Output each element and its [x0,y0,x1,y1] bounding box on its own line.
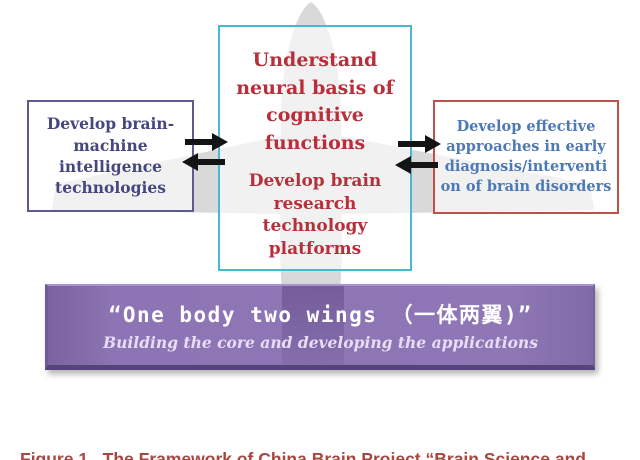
figure-caption: Figure 1. The Framework of China Brain P… [20,403,632,460]
arrow-left-icon [182,153,225,171]
arrow-left-icon [395,156,438,174]
airplane-tail-shadow [282,286,344,365]
center-box: Understand neural basis of cognitive fun… [218,25,412,271]
figure-caption-line1: Figure 1. The Framework of China Brain P… [20,448,586,460]
right-box-line: approaches in early [446,138,606,155]
center-box-line: Understand [252,49,378,71]
arrow-right-icon [398,135,441,153]
right-box-line: diagnosis/interventi [444,158,608,175]
center-box-line: functions [264,131,366,154]
right-box-line: on of brain disorders [440,178,612,195]
right-box: Develop effective approaches in early di… [433,100,619,214]
left-box-line: technologies [55,178,166,198]
left-box-line: Develop brain- [46,114,175,134]
center-box-line: research technology [262,193,368,237]
left-box: Develop brain- machine intelligence tech… [27,100,194,212]
center-box-line: platforms [268,238,362,259]
center-box-line: neural basis of [236,76,394,99]
banner-title: “One body two wings （一体两翼)” [108,303,533,327]
center-box-top-text: Understand neural basis of cognitive fun… [236,47,394,157]
center-box-bottom-text: Develop brain research technology platfo… [220,170,410,260]
right-box-line: Develop effective [456,118,596,135]
banner-subtitle: Building the core and developing the app… [103,333,538,352]
arrow-right-icon [185,133,228,151]
center-box-line: cognitive [266,104,364,127]
banner: “One body two wings （一体两翼)” Building the… [45,284,595,370]
left-box-line: machine intelligence [58,135,163,176]
center-box-line: Develop brain [248,171,382,192]
